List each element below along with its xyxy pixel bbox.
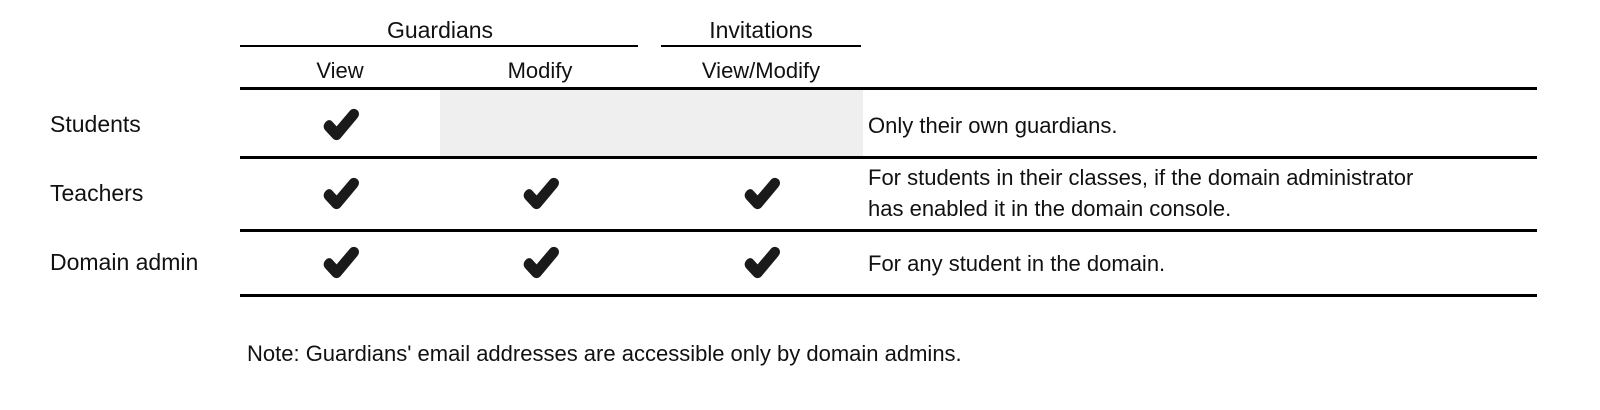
check-mark-icon [318, 175, 362, 211]
column-header-invitations-view-modify: View/Modify [701, 58, 821, 83]
row-description-students: Only their own guardians. [868, 113, 1118, 138]
check-mark-icon [518, 175, 562, 211]
check-mark-icon [318, 244, 362, 280]
table-bottom-rule [240, 294, 1537, 297]
table-note: Note: Guardians' email addresses are acc… [247, 341, 962, 366]
shaded-cell-students-modify-invitations [440, 90, 863, 156]
row-rule-after-teachers [240, 229, 1537, 232]
row-label-teachers: Teachers [50, 180, 144, 206]
check-mark-icon [739, 175, 783, 211]
group-rule-invitations [661, 45, 861, 47]
group-rule-guardians [240, 45, 638, 47]
column-header-guardians-modify: Modify [507, 58, 573, 83]
row-rule-after-students [240, 156, 1537, 159]
column-header-guardians-view: View [316, 58, 364, 83]
check-mark-icon [518, 244, 562, 280]
group-header-invitations: Invitations [709, 17, 813, 43]
row-description-teachers: For students in their classes, if the do… [868, 165, 1414, 221]
row-label-students: Students [50, 111, 141, 137]
table-top-rule [240, 87, 1537, 90]
check-mark-icon [318, 106, 362, 142]
row-description-domain-admin: For any student in the domain. [868, 251, 1166, 276]
row-label-domain-admin: Domain admin [50, 249, 199, 275]
group-header-guardians: Guardians [386, 17, 494, 43]
check-mark-icon [739, 244, 783, 280]
